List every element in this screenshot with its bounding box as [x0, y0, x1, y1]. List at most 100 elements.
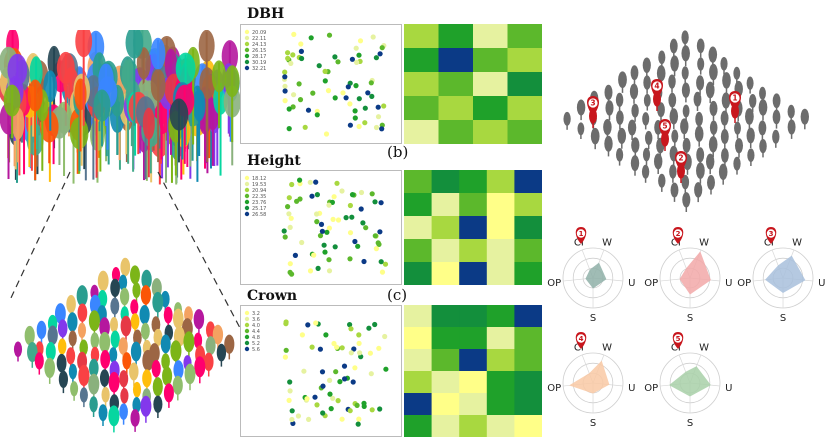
heatmap-cell: [514, 415, 542, 437]
tree-glyph: [746, 76, 754, 94]
tree-point: [378, 259, 384, 265]
tree-point: [356, 52, 362, 58]
tree-glyph: [644, 130, 653, 150]
tree-point: [378, 200, 384, 206]
tree-point: [326, 257, 332, 263]
heatmap-cell: [486, 415, 515, 437]
heatmap-cell: [404, 96, 439, 121]
tree-glyph: [627, 119, 637, 141]
radar-axis-label: CI: [671, 238, 681, 249]
tree-point: [356, 123, 362, 130]
radar-axis-label: W: [699, 238, 709, 249]
tree-glyph: [70, 381, 79, 401]
tree-point: [310, 90, 316, 96]
tree-point: [297, 177, 303, 183]
tree-glyph: [800, 108, 809, 130]
tree-point: [372, 199, 378, 205]
tree-point: [296, 81, 302, 87]
heatmap-cell: [514, 393, 542, 416]
tree-glyph: [211, 60, 227, 129]
radar-marker-pin: 1: [575, 227, 587, 244]
heatmap-cell: [486, 393, 515, 416]
tree-glyph: [617, 127, 627, 149]
tree-glyph: [142, 107, 155, 178]
tree-glyph: [758, 120, 767, 140]
tree-glyph: [722, 72, 731, 94]
heatmap-cell: [486, 262, 515, 285]
tree-point: [343, 95, 349, 101]
tree-glyph: [720, 129, 729, 149]
tree-point: [377, 229, 383, 235]
tree-glyph: [733, 156, 741, 175]
radar-axis-label: U: [725, 278, 732, 289]
heatmap-cell: [486, 305, 515, 328]
heatmap-cell: [514, 216, 542, 240]
tree-point: [291, 31, 297, 37]
tree-glyph: [670, 55, 679, 77]
marker-label: 5: [662, 122, 667, 131]
tree-point: [372, 233, 378, 239]
heatmap-cell: [431, 327, 460, 350]
legend-label: 3.2: [252, 311, 260, 317]
tree-glyph: [759, 139, 767, 158]
tree-point: [373, 55, 379, 61]
tree-point: [287, 269, 293, 275]
tree-glyph: [642, 112, 650, 130]
height-heatmap: [404, 170, 542, 285]
tree-point: [282, 69, 288, 75]
tree-glyph: [671, 129, 679, 147]
legend-swatch: [244, 334, 250, 340]
tree-point: [316, 63, 322, 69]
legend-label: 4.4: [252, 329, 260, 335]
radar-axis-label: OP: [644, 383, 658, 394]
tree-glyph: [616, 147, 624, 166]
heatmap-cell: [431, 170, 460, 194]
tree-glyph: [93, 89, 111, 147]
tree-glyph: [669, 108, 679, 130]
tree-point: [351, 346, 357, 352]
tree-point: [376, 241, 382, 247]
tree-marker-pin: 4: [651, 79, 663, 99]
legend-label: 3.6: [252, 317, 260, 323]
legend-label: 18.12: [252, 176, 266, 182]
tree-point: [348, 326, 354, 332]
radar-polygon: [669, 366, 711, 397]
radar-polygon: [569, 360, 610, 394]
tree-point: [356, 96, 362, 102]
heatmap-cell: [486, 349, 515, 372]
tree-glyph: [129, 362, 139, 386]
heatmap-cell: [507, 120, 542, 144]
tree-point: [379, 269, 386, 275]
tree-point: [318, 221, 325, 227]
tree-glyph: [643, 93, 651, 111]
tree-glyph: [669, 38, 678, 58]
tree-point: [361, 403, 367, 409]
tree-point: [297, 196, 303, 202]
tree-glyph: [706, 153, 715, 175]
heatmap-cell: [486, 170, 515, 194]
tree-glyph: [224, 65, 240, 143]
legend-swatch: [244, 181, 250, 187]
tree-point: [295, 413, 301, 419]
tree-point: [356, 340, 362, 346]
radar-marker-pin: 4: [575, 332, 587, 349]
tree-point: [363, 225, 369, 231]
heatmap-cell: [459, 193, 488, 217]
tree-glyph: [630, 155, 640, 176]
heatmap-cell: [459, 327, 488, 350]
legend-swatch: [244, 199, 250, 205]
heatmap-cell: [507, 96, 542, 121]
tree-glyph: [36, 320, 47, 345]
tree-glyph: [140, 395, 152, 423]
heatmap-cell: [473, 24, 508, 49]
tree-glyph: [77, 322, 87, 343]
tree-glyph: [629, 83, 639, 104]
legend-label: 22.11: [252, 36, 266, 42]
tree-point: [290, 104, 296, 110]
heatmap-cell: [459, 170, 488, 194]
crown-scatter-panel: 3.23.64.04.44.85.25.6: [240, 305, 402, 437]
tree-point: [355, 421, 361, 427]
heatmap-cell: [438, 96, 474, 121]
heatmap-cell: [459, 415, 488, 437]
tree-point: [382, 333, 388, 340]
